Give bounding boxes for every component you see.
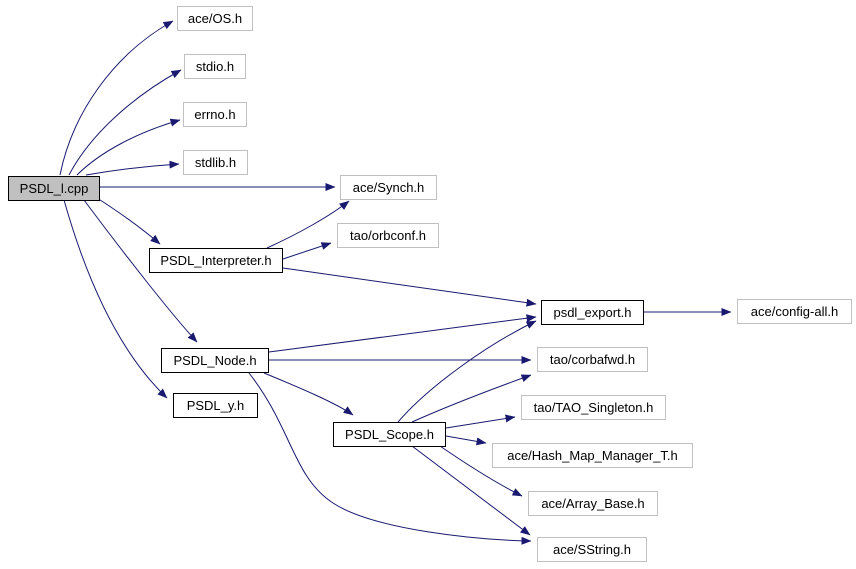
node-psdl-node[interactable]: PSDL_Node.h: [161, 348, 269, 373]
node-stdlib[interactable]: stdlib.h: [183, 150, 248, 175]
node-ace-config-all[interactable]: ace/config-all.h: [737, 299, 852, 324]
node-psdl-export[interactable]: psdl_export.h: [541, 300, 644, 325]
edge-psdl-scope-to-ace-sstring: [411, 445, 531, 536]
node-ace-synch[interactable]: ace/Synch.h: [340, 175, 437, 200]
edge-psdl-l-cpp-to-psdl-node: [83, 199, 198, 343]
edge-psdl-node-to-ace-sstring: [248, 372, 532, 545]
edge-psdl-node-to-psdl-export: [268, 314, 537, 353]
edge-psdl-scope-to-ace-array-base: [439, 445, 523, 497]
node-psdl-scope[interactable]: PSDL_Scope.h: [333, 422, 446, 447]
node-errno[interactable]: errno.h: [183, 102, 247, 127]
edge-psdl-interpreter-to-tao-orbconf: [282, 242, 332, 260]
node-ace-sstring[interactable]: ace/SString.h: [537, 537, 647, 562]
node-tao-corbafwd[interactable]: tao/corbafwd.h: [537, 347, 648, 372]
node-stdio[interactable]: stdio.h: [184, 54, 246, 79]
edge-psdl-l-cpp-to-psdl-interpreter: [96, 197, 161, 245]
edge-psdl-scope-to-psdl-export: [397, 320, 537, 423]
node-psdl-l-cpp[interactable]: PSDL_l.cpp: [8, 176, 100, 201]
edge-psdl-l-cpp-to-stdio: [68, 69, 182, 176]
node-tao-orbconf[interactable]: tao/orbconf.h: [337, 223, 439, 248]
node-psdl-interpreter[interactable]: PSDL_Interpreter.h: [149, 248, 283, 273]
edge-psdl-l-cpp-to-ace-os: [59, 20, 174, 176]
node-psdl-y[interactable]: PSDL_y.h: [173, 393, 258, 418]
node-tao-tao-singleton[interactable]: tao/TAO_Singleton.h: [521, 395, 666, 420]
edge-psdl-scope-to-tao-tao-singleton: [445, 414, 516, 429]
edge-psdl-l-cpp-to-psdl-y: [63, 199, 168, 399]
edge-psdl-interpreter-to-psdl-export: [282, 267, 537, 307]
edge-psdl-l-cpp-to-errno: [76, 118, 181, 176]
node-ace-hash-map-manager-t[interactable]: ace/Hash_Map_Manager_T.h: [492, 443, 693, 468]
node-ace-array-base[interactable]: ace/Array_Base.h: [528, 491, 658, 516]
edge-psdl-scope-to-ace-hash-map-manager-t: [445, 435, 487, 446]
edge-psdl-node-to-psdl-scope: [263, 372, 354, 416]
node-ace-os[interactable]: ace/OS.h: [177, 6, 253, 31]
edge-psdl-interpreter-to-ace-synch: [266, 200, 350, 249]
edge-psdl-scope-to-tao-corbafwd: [411, 374, 532, 423]
edge-psdl-l-cpp-to-stdlib: [85, 160, 180, 176]
